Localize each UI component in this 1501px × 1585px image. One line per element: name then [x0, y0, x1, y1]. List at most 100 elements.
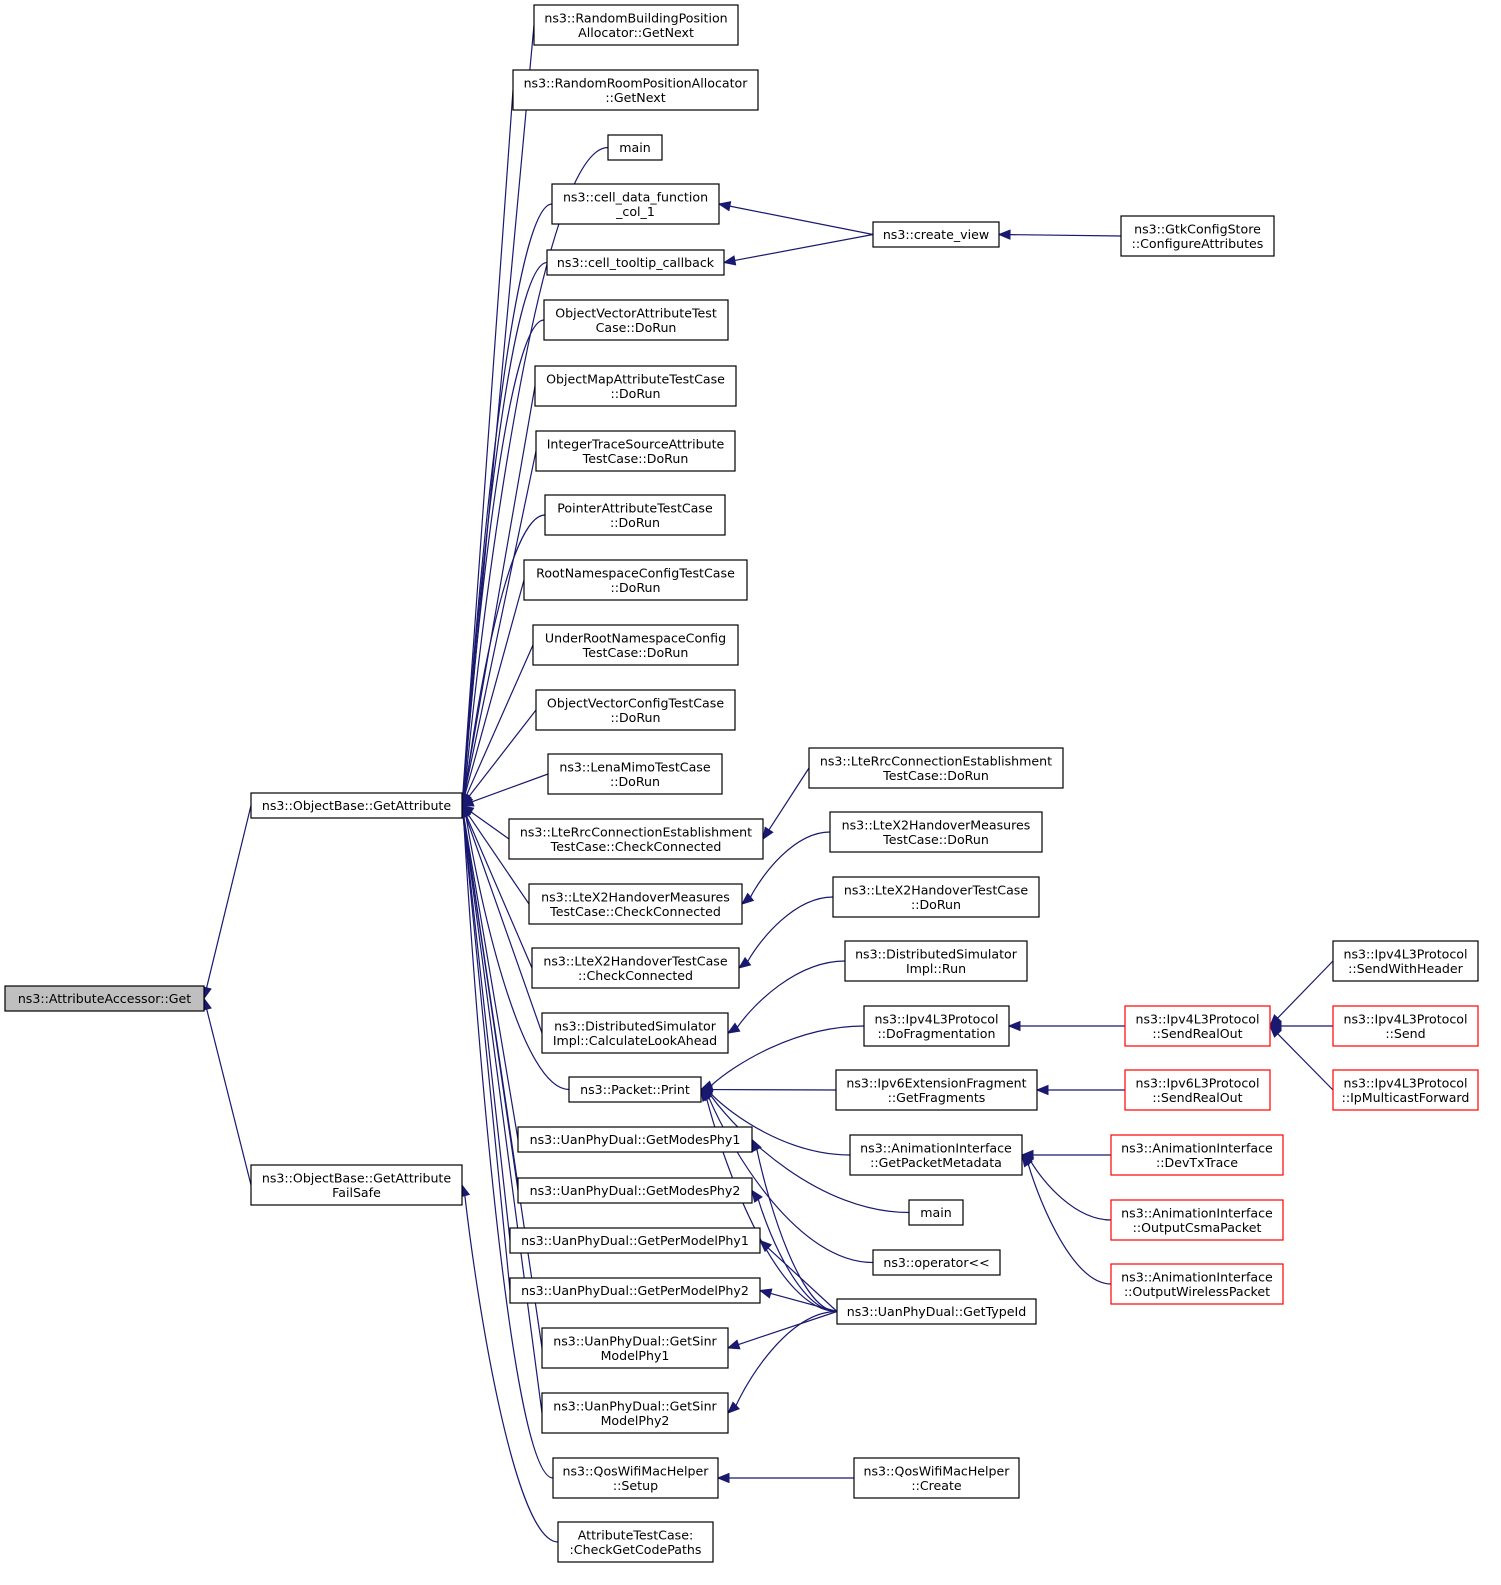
node-box[interactable]: [808, 747, 1064, 789]
node-ipv6sro[interactable]: ns3::Ipv6L3Protocol::SendRealOut: [1124, 1069, 1271, 1111]
node-main2[interactable]: main: [908, 1199, 964, 1226]
node-box[interactable]: [849, 1134, 1023, 1176]
node-box[interactable]: [509, 1227, 761, 1254]
node-ltex2h_run[interactable]: ns3::LteX2HandoverTestCase::DoRun: [832, 876, 1040, 918]
node-gmp1[interactable]: ns3::UanPhyDual::GetModesPhy1: [517, 1126, 753, 1153]
node-aidevtx[interactable]: ns3::AnimationInterface::DevTxTrace: [1110, 1134, 1284, 1176]
node-get[interactable]: ns3::AttributeAccessor::Get: [4, 985, 205, 1012]
node-box[interactable]: [1332, 1069, 1479, 1111]
node-ipv4sro[interactable]: ns3::Ipv4L3Protocol::SendRealOut: [1124, 1005, 1271, 1047]
node-rrpa[interactable]: ns3::RandomRoomPositionAllocator::GetNex…: [512, 69, 759, 111]
node-ltex2h_cc[interactable]: ns3::LteX2HandoverTestCase::CheckConnect…: [531, 947, 740, 989]
node-box[interactable]: [531, 947, 740, 989]
node-box[interactable]: [509, 1277, 761, 1304]
node-qoscreate[interactable]: ns3::QosWifiMacHelper::Create: [853, 1457, 1020, 1499]
node-box[interactable]: [517, 1126, 753, 1153]
node-omatc[interactable]: ObjectMapAttributeTestCase::DoRun: [534, 365, 737, 407]
node-box[interactable]: [836, 1298, 1037, 1325]
node-box[interactable]: [517, 1177, 753, 1204]
node-gtkcs[interactable]: ns3::GtkConfigStore::ConfigureAttributes: [1120, 215, 1275, 257]
node-box[interactable]: [863, 1005, 1010, 1047]
node-box[interactable]: [532, 624, 739, 666]
node-box[interactable]: [829, 811, 1043, 853]
node-box[interactable]: [853, 1457, 1020, 1499]
node-box[interactable]: [528, 883, 743, 925]
node-ipv4mcf[interactable]: ns3::Ipv4L3Protocol::IpMulticastForward: [1332, 1069, 1479, 1111]
node-box[interactable]: [508, 818, 764, 860]
node-box[interactable]: [568, 1076, 702, 1103]
node-ltex2hm_run[interactable]: ns3::LteX2HandoverMeasuresTestCase::DoRu…: [829, 811, 1043, 853]
node-box[interactable]: [535, 430, 736, 472]
node-ovctc[interactable]: ObjectVectorConfigTestCase::DoRun: [535, 689, 736, 731]
node-box[interactable]: [541, 1327, 729, 1369]
node-box[interactable]: [551, 183, 720, 225]
node-box[interactable]: [512, 69, 759, 111]
node-box[interactable]: [544, 494, 726, 536]
node-box[interactable]: [557, 1521, 714, 1563]
node-box[interactable]: [1110, 1199, 1284, 1241]
node-patc[interactable]: PointerAttributeTestCase::DoRun: [544, 494, 726, 536]
node-box[interactable]: [552, 1457, 719, 1499]
node-box[interactable]: [607, 134, 663, 161]
node-box[interactable]: [543, 299, 729, 341]
node-ipv4frag[interactable]: ns3::Ipv4L3Protocol::DoFragmentation: [863, 1005, 1010, 1047]
node-box[interactable]: [541, 1012, 729, 1054]
node-box[interactable]: [541, 1392, 729, 1434]
node-box[interactable]: [872, 1249, 1001, 1276]
node-box[interactable]: [534, 365, 737, 407]
node-oplt[interactable]: ns3::operator<<: [872, 1249, 1001, 1276]
node-getattr[interactable]: ns3::ObjectBase::GetAttribute: [250, 792, 463, 819]
node-box[interactable]: [1124, 1069, 1271, 1111]
node-ipv4send[interactable]: ns3::Ipv4L3Protocol::Send: [1332, 1005, 1479, 1047]
node-box[interactable]: [533, 4, 739, 46]
node-createview[interactable]: ns3::create_view: [872, 221, 1000, 248]
node-gpmp1[interactable]: ns3::UanPhyDual::GetPerModelPhy1: [509, 1227, 761, 1254]
node-gpmp2[interactable]: ns3::UanPhyDual::GetPerModelPhy2: [509, 1277, 761, 1304]
node-box[interactable]: [1332, 940, 1479, 982]
node-box[interactable]: [535, 689, 736, 731]
node-main1[interactable]: main: [607, 134, 663, 161]
node-ltex2hm_cc[interactable]: ns3::LteX2HandoverMeasuresTestCase::Chec…: [528, 883, 743, 925]
node-box[interactable]: [4, 985, 205, 1012]
node-itsatc[interactable]: IntegerTraceSourceAttributeTestCase::DoR…: [535, 430, 736, 472]
node-box[interactable]: [1110, 1263, 1284, 1305]
node-lenamimo[interactable]: ns3::LenaMimoTestCase::DoRun: [547, 753, 723, 795]
node-lterrc_run[interactable]: ns3::LteRrcConnectionEstablishmentTestCa…: [808, 747, 1064, 789]
node-celldata[interactable]: ns3::cell_data_function_col_1: [551, 183, 720, 225]
node-box[interactable]: [1332, 1005, 1479, 1047]
node-ipv6frag[interactable]: ns3::Ipv6ExtensionFragment::GetFragments: [835, 1069, 1038, 1111]
node-box[interactable]: [835, 1069, 1038, 1111]
node-uantypeid[interactable]: ns3::UanPhyDual::GetTypeId: [836, 1298, 1037, 1325]
node-aigpm[interactable]: ns3::AnimationInterface::GetPacketMetada…: [849, 1134, 1023, 1176]
node-box[interactable]: [546, 249, 725, 276]
node-rbpa[interactable]: ns3::RandomBuildingPositionAllocator::Ge…: [533, 4, 739, 46]
node-box[interactable]: [250, 1164, 463, 1206]
node-box[interactable]: [908, 1199, 964, 1226]
node-pktprint[interactable]: ns3::Packet::Print: [568, 1076, 702, 1103]
node-box[interactable]: [1124, 1005, 1271, 1047]
node-ipv4swh[interactable]: ns3::Ipv4L3Protocol::SendWithHeader: [1332, 940, 1479, 982]
node-rnctc[interactable]: RootNamespaceConfigTestCase::DoRun: [523, 559, 748, 601]
node-box[interactable]: [1110, 1134, 1284, 1176]
node-box[interactable]: [523, 559, 748, 601]
node-lterrc_cc[interactable]: ns3::LteRrcConnectionEstablishmentTestCa…: [508, 818, 764, 860]
node-box[interactable]: [250, 792, 463, 819]
node-aicsma[interactable]: ns3::AnimationInterface::OutputCsmaPacke…: [1110, 1199, 1284, 1241]
node-qossetup[interactable]: ns3::QosWifiMacHelper::Setup: [552, 1457, 719, 1499]
node-aiwless[interactable]: ns3::AnimationInterface::OutputWirelessP…: [1110, 1263, 1284, 1305]
node-gmp2[interactable]: ns3::UanPhyDual::GetModesPhy2: [517, 1177, 753, 1204]
node-box[interactable]: [1120, 215, 1275, 257]
node-dsi_cla[interactable]: ns3::DistributedSimulatorImpl::Calculate…: [541, 1012, 729, 1054]
node-box[interactable]: [872, 221, 1000, 248]
node-box[interactable]: [844, 940, 1028, 982]
node-celltip[interactable]: ns3::cell_tooltip_callback: [546, 249, 725, 276]
node-atc_cgcp[interactable]: AttributeTestCase::CheckGetCodePaths: [557, 1521, 714, 1563]
node-box[interactable]: [832, 876, 1040, 918]
node-box[interactable]: [547, 753, 723, 795]
